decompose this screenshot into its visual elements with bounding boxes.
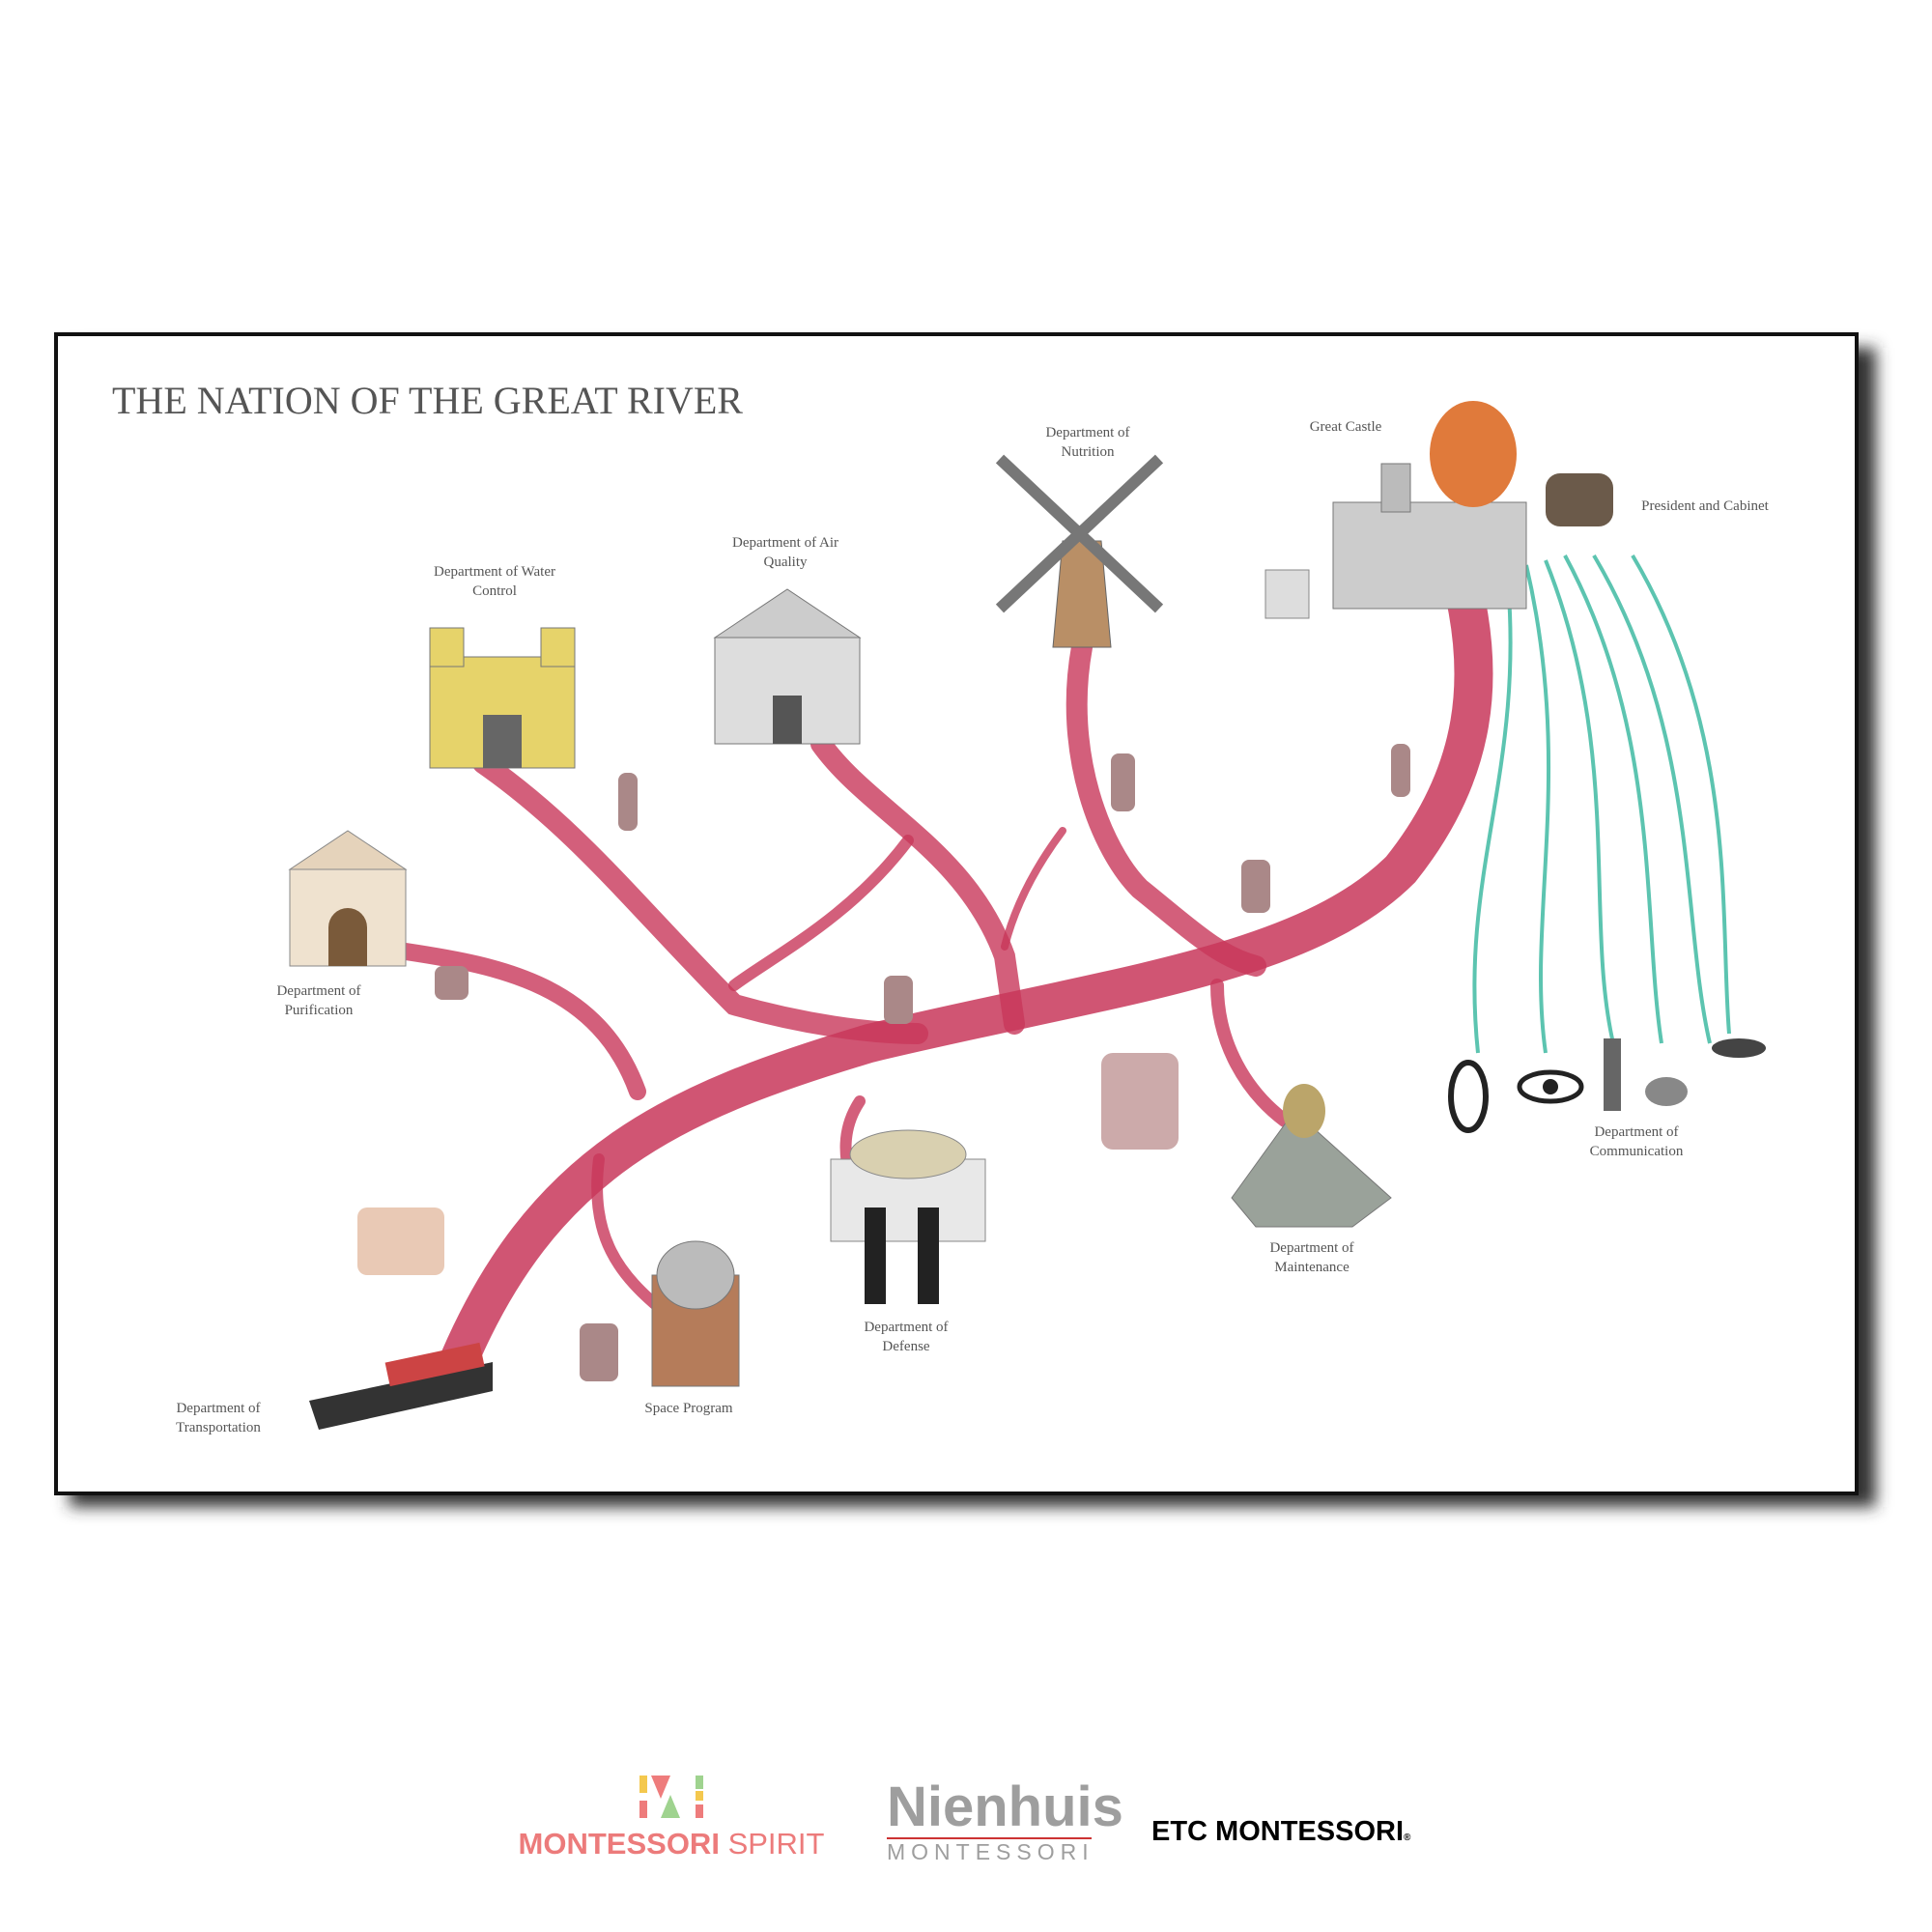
label-air-quality-2: Quality [764, 554, 808, 570]
space-program-building [651, 1240, 740, 1387]
montessori-spirit-light: SPIRIT [727, 1827, 825, 1861]
etc-name: ETC MONTESSORI [1151, 1816, 1405, 1847]
label-communication-1: Department of [1594, 1124, 1678, 1140]
label-nutrition-1: Department of [1045, 425, 1129, 440]
great-river [397, 551, 1493, 1391]
department-labels: Department of Water Control Department o… [176, 419, 1770, 1435]
label-maintenance-1: Department of [1269, 1240, 1353, 1256]
communication-nerves [1472, 554, 1731, 1054]
label-transportation-2: Transportation [176, 1420, 261, 1435]
defense-building [830, 1129, 986, 1304]
label-water-control-2: Control [472, 583, 517, 599]
train [309, 1342, 493, 1430]
president-and-cabinet-figures [1546, 473, 1613, 526]
nienhuis-logo: Nienhuis MONTESSORI [887, 1776, 1123, 1865]
label-purification-2: Purification [285, 1003, 354, 1018]
worker-figures [357, 744, 1410, 1381]
purification-building [288, 830, 408, 967]
label-air-quality-1: Department of Air [732, 535, 838, 551]
label-president: President and Cabinet [1641, 498, 1769, 514]
label-water-control-1: Department of Water [434, 564, 555, 580]
nienhuis-sub: MONTESSORI [887, 1839, 1094, 1864]
etc-montessori-logo: ETC MONTESSORI® [1151, 1816, 1410, 1848]
water-control-building [429, 627, 576, 769]
registered-mark: ® [1404, 1833, 1411, 1843]
montessori-spirit-logo: MONTESSORI SPIRIT [502, 1776, 840, 1861]
windmill [995, 454, 1164, 648]
air-quality-building [713, 588, 862, 745]
label-communication-2: Communication [1590, 1144, 1684, 1159]
label-purification-1: Department of [276, 983, 360, 999]
senses-organs [1448, 1038, 1766, 1133]
montessori-spirit-bold: MONTESSORI [518, 1827, 720, 1861]
label-defense-1: Department of [864, 1320, 948, 1335]
label-great-castle: Great Castle [1310, 419, 1382, 435]
nienhuis-name: Nienhuis [887, 1776, 1123, 1839]
label-maintenance-2: Maintenance [1274, 1260, 1350, 1275]
label-transportation-1: Department of [176, 1401, 260, 1416]
great-castle [1264, 401, 1527, 619]
label-defense-2: Defense [882, 1339, 929, 1354]
montessori-spirit-m-icon [639, 1776, 703, 1818]
label-nutrition-2: Nutrition [1062, 444, 1115, 460]
maintenance-building [1231, 1084, 1392, 1228]
label-space-program: Space Program [644, 1401, 733, 1416]
poster-title: THE NATION OF THE GREAT RIVER [112, 379, 743, 422]
